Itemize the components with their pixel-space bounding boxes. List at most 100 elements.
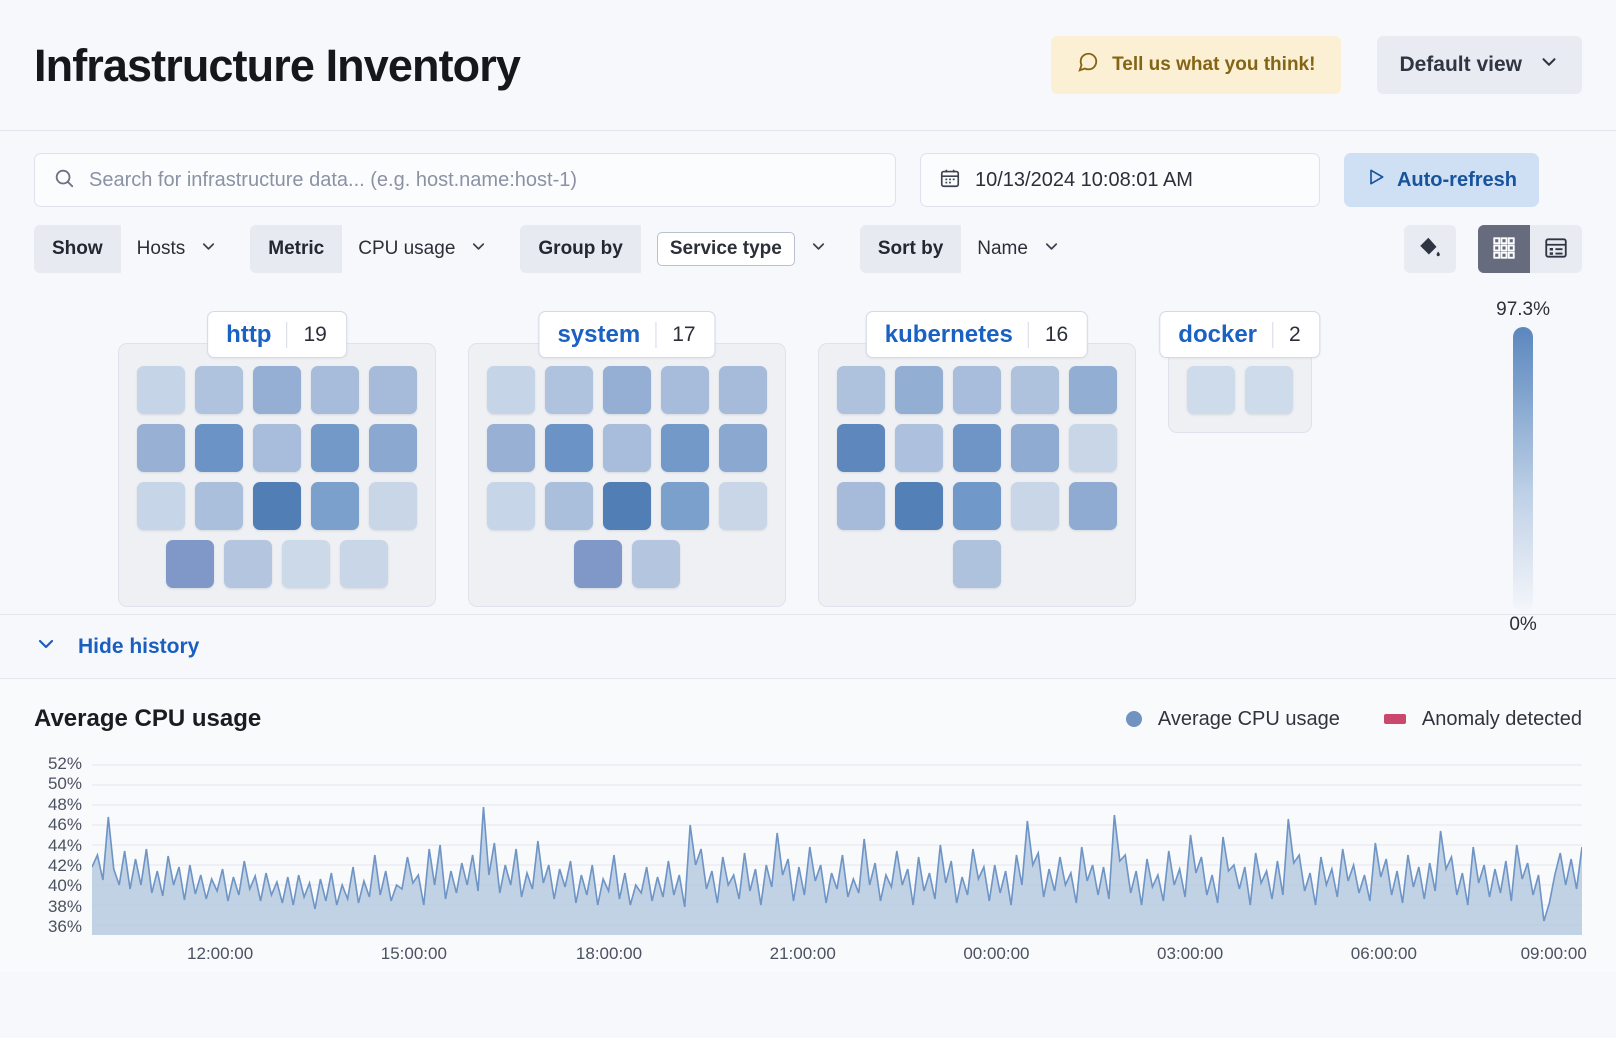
host-cell[interactable] bbox=[369, 366, 417, 414]
group-panel-docker bbox=[1168, 343, 1312, 433]
host-cell[interactable] bbox=[137, 482, 185, 530]
host-cell[interactable] bbox=[953, 424, 1001, 472]
host-cell[interactable] bbox=[311, 424, 359, 472]
cell-row bbox=[487, 482, 767, 530]
host-cell[interactable] bbox=[661, 424, 709, 472]
color-fill-button[interactable] bbox=[1404, 225, 1456, 273]
auto-refresh-button[interactable]: Auto-refresh bbox=[1344, 153, 1539, 207]
host-cell[interactable] bbox=[837, 482, 885, 530]
host-cell[interactable] bbox=[487, 424, 535, 472]
filter-show-select[interactable]: Hosts bbox=[121, 225, 233, 273]
page-title: Infrastructure Inventory bbox=[34, 39, 521, 91]
chevron-down-icon bbox=[469, 237, 488, 262]
host-cell[interactable] bbox=[953, 482, 1001, 530]
host-cell[interactable] bbox=[311, 366, 359, 414]
host-cell[interactable] bbox=[603, 482, 651, 530]
filter-show-value: Hosts bbox=[136, 238, 186, 259]
hide-history-button[interactable]: Hide history bbox=[34, 632, 199, 662]
legend-item-anomaly-detected[interactable]: Anomaly detected bbox=[1383, 707, 1582, 731]
grid-view-button[interactable] bbox=[1478, 225, 1530, 273]
x-tick-label: 09:00:00 bbox=[1520, 944, 1587, 963]
y-tick-label: 44% bbox=[47, 835, 82, 855]
chart-header: Average CPU usage Average CPU usage Anom… bbox=[34, 705, 1582, 733]
y-tick-label: 52% bbox=[47, 754, 82, 773]
host-cell[interactable] bbox=[719, 366, 767, 414]
host-cell[interactable] bbox=[253, 424, 301, 472]
host-cell[interactable] bbox=[953, 366, 1001, 414]
host-cell[interactable] bbox=[1011, 482, 1059, 530]
host-cell[interactable] bbox=[603, 366, 651, 414]
filter-group-by-select[interactable]: Service type bbox=[641, 225, 842, 273]
host-cell[interactable] bbox=[195, 366, 243, 414]
host-cell[interactable] bbox=[282, 540, 330, 588]
host-cell[interactable] bbox=[487, 366, 535, 414]
search-placeholder: Search for infrastructure data... (e.g. … bbox=[89, 168, 578, 191]
host-cell[interactable] bbox=[719, 424, 767, 472]
table-view-button[interactable] bbox=[1530, 225, 1582, 273]
host-cell[interactable] bbox=[1245, 366, 1293, 414]
y-tick-label: 38% bbox=[47, 896, 82, 916]
badge-divider bbox=[1027, 321, 1029, 348]
host-cell[interactable] bbox=[195, 482, 243, 530]
host-cell[interactable] bbox=[195, 424, 243, 472]
chart-y-axis: 52%50%48%46%44%42%40%38%36% bbox=[34, 755, 92, 935]
search-input[interactable]: Search for infrastructure data... (e.g. … bbox=[34, 153, 896, 207]
auto-refresh-label: Auto-refresh bbox=[1396, 168, 1517, 191]
host-cell[interactable] bbox=[253, 366, 301, 414]
cell-row bbox=[837, 540, 1117, 588]
page-header: Infrastructure Inventory Tell us what yo… bbox=[0, 0, 1616, 131]
host-cell[interactable] bbox=[487, 482, 535, 530]
date-picker[interactable]: 10/13/2024 10:08:01 AM bbox=[920, 153, 1320, 207]
y-tick-label: 40% bbox=[47, 876, 82, 896]
host-cell[interactable] bbox=[1187, 366, 1235, 414]
host-cell[interactable] bbox=[224, 540, 272, 588]
host-cell[interactable] bbox=[1011, 424, 1059, 472]
host-cell[interactable] bbox=[837, 366, 885, 414]
filter-show-label: Show bbox=[34, 225, 121, 273]
host-cell[interactable] bbox=[1069, 482, 1117, 530]
host-cell[interactable] bbox=[166, 540, 214, 588]
badge-divider bbox=[286, 321, 288, 348]
host-cell[interactable] bbox=[1069, 424, 1117, 472]
host-cell[interactable] bbox=[137, 366, 185, 414]
host-cell[interactable] bbox=[1011, 366, 1059, 414]
host-cell[interactable] bbox=[719, 482, 767, 530]
host-cell[interactable] bbox=[137, 424, 185, 472]
host-cell[interactable] bbox=[603, 424, 651, 472]
host-cell[interactable] bbox=[661, 366, 709, 414]
filter-metric-select[interactable]: CPU usage bbox=[342, 225, 502, 273]
host-cell[interactable] bbox=[895, 482, 943, 530]
control-bar: Show Hosts Metric CPU usage Group by Ser… bbox=[0, 207, 1616, 273]
host-cell[interactable] bbox=[574, 540, 622, 588]
legend-label: Anomaly detected bbox=[1421, 707, 1582, 730]
host-cell[interactable] bbox=[369, 424, 417, 472]
host-cell[interactable] bbox=[837, 424, 885, 472]
host-cell[interactable] bbox=[253, 482, 301, 530]
host-cell[interactable] bbox=[895, 424, 943, 472]
host-cell[interactable] bbox=[661, 482, 709, 530]
chart-plot-area[interactable] bbox=[92, 755, 1582, 935]
host-cell[interactable] bbox=[632, 540, 680, 588]
legend-item-average-cpu-usage[interactable]: Average CPU usage bbox=[1125, 708, 1340, 731]
host-cell[interactable] bbox=[369, 482, 417, 530]
host-cell[interactable] bbox=[1069, 366, 1117, 414]
host-cell[interactable] bbox=[545, 366, 593, 414]
cell-row bbox=[487, 424, 767, 472]
host-cell[interactable] bbox=[340, 540, 388, 588]
host-cell[interactable] bbox=[545, 482, 593, 530]
view-toggle-group bbox=[1478, 225, 1582, 273]
filter-sort-by-select[interactable]: Name bbox=[961, 225, 1075, 273]
default-view-button[interactable]: Default view bbox=[1377, 36, 1582, 94]
feedback-button[interactable]: Tell us what you think! bbox=[1051, 36, 1342, 94]
cell-row bbox=[837, 366, 1117, 414]
host-cell[interactable] bbox=[311, 482, 359, 530]
host-cell[interactable] bbox=[953, 540, 1001, 588]
host-cell[interactable] bbox=[545, 424, 593, 472]
host-cell[interactable] bbox=[895, 366, 943, 414]
